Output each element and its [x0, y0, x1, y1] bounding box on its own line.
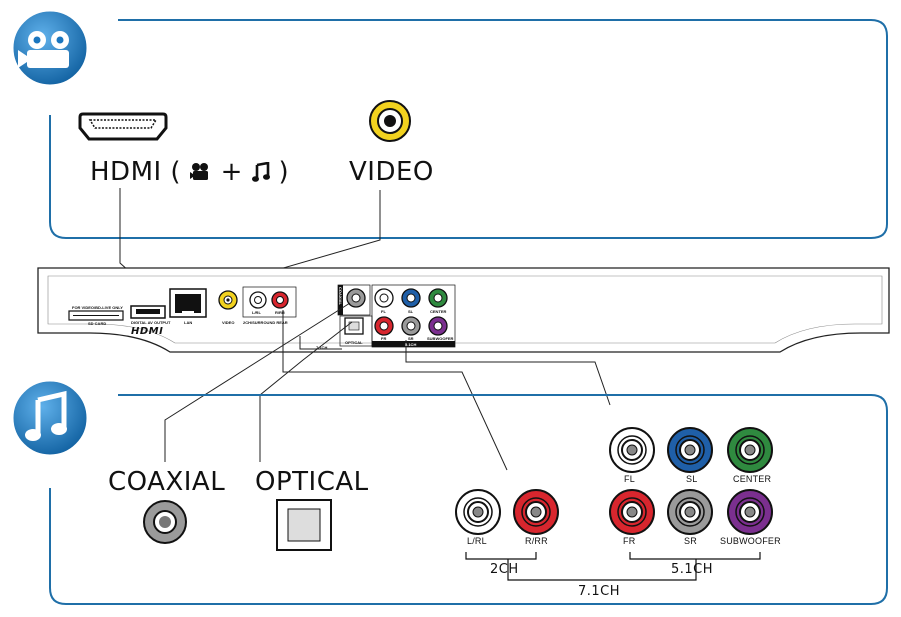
coaxial-cable — [164, 302, 351, 462]
device-hdmi-logo: HDMI — [131, 326, 164, 337]
music-note-icon — [251, 161, 270, 182]
jack-rrr — [513, 489, 559, 535]
camera-icon — [10, 8, 90, 88]
7-1ch-bracket — [507, 559, 697, 581]
device-sl-label: SL — [408, 309, 414, 314]
device-rrr-label: R/RR — [275, 310, 285, 315]
coaxial-label: COAXIAL — [108, 467, 226, 497]
7-1ch-cable — [299, 336, 342, 350]
jack-label-sr: SR — [684, 536, 697, 546]
device-surround-label: 2CH/SURROUND REAR — [243, 320, 288, 325]
camera-icon — [189, 163, 208, 180]
jack-label-lrl: L/RL — [467, 536, 487, 546]
video-panel-border — [49, 19, 888, 239]
hdmi-plus-sign: + — [220, 157, 243, 187]
group-label-5-1ch: 5.1CH — [671, 562, 714, 577]
device-5-1ch-label: 5.1CH — [405, 342, 417, 347]
5-1ch-bracket — [629, 552, 761, 560]
hdmi-label: HDMI ( + ) — [90, 157, 289, 187]
optical-port-icon — [276, 499, 332, 551]
jack-fl — [609, 427, 655, 473]
device-hdmi-out-label: DIGITAL AV OUTPUT — [131, 320, 171, 325]
jack-label-center: CENTER — [733, 474, 772, 484]
device-video-label: VIDEO — [222, 320, 235, 325]
music-note-icon — [10, 378, 90, 458]
2ch-bracket — [465, 552, 537, 560]
jack-fr — [609, 489, 655, 535]
jack-label-rrr: R/RR — [525, 536, 548, 546]
device-sd-caption: FOR VIDEO/BD-LIVE ONLY — [72, 305, 123, 310]
hdmi-port-icon — [78, 112, 168, 141]
audio-jacks — [455, 427, 773, 535]
device-lrl-label: L/RL — [252, 310, 261, 315]
group-label-2ch: 2CH — [490, 562, 519, 577]
jack-lrl — [455, 489, 501, 535]
jack-sl — [667, 427, 713, 473]
optical-cable — [259, 321, 353, 462]
hdmi-label-close: ) — [278, 157, 290, 187]
device-lan-label: LAN — [184, 320, 193, 325]
device-fr-label: FR — [381, 336, 387, 341]
device-sub-label: SUBWOOFER — [427, 336, 454, 341]
device-sd-label: SD CARD — [88, 321, 107, 326]
jack-label-sl: SL — [686, 474, 698, 484]
video-jack-icon — [369, 100, 411, 142]
device-sr-label: SR — [408, 336, 414, 341]
group-label-7-1ch: 7.1CH — [578, 584, 621, 599]
jack-label-subwoofer: SUBWOOFER — [720, 536, 781, 546]
5-1ch-cable — [405, 340, 611, 406]
jack-center — [727, 427, 773, 473]
device-fl-label: FL — [381, 309, 386, 314]
audio-panel-border — [49, 394, 888, 605]
device-optical-label: OPTICAL — [345, 340, 363, 345]
2ch-cable — [282, 310, 508, 471]
device-7-1ch-label: 7.1CH — [316, 345, 328, 350]
device-center-label: CENTER — [430, 309, 447, 314]
jack-sr — [667, 489, 713, 535]
video-label: VIDEO — [349, 157, 434, 187]
jack-subwoofer — [727, 489, 773, 535]
coaxial-jack-icon — [143, 500, 187, 544]
optical-label: OPTICAL — [255, 467, 369, 497]
jack-label-fr: FR — [623, 536, 636, 546]
jack-label-fl: FL — [624, 474, 635, 484]
player-rear-panel — [37, 267, 890, 353]
hdmi-label-text: HDMI ( — [90, 157, 182, 187]
device-coaxial-label: COAXIAL — [338, 287, 343, 305]
